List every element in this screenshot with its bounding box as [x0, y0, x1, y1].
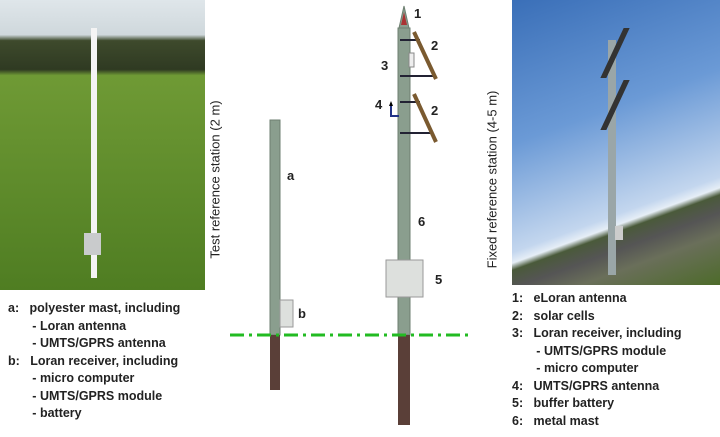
fixed-station-photo — [512, 0, 720, 285]
label-2: 2 — [431, 103, 438, 118]
test-station-photo — [0, 0, 205, 290]
buffer-battery-box — [385, 259, 424, 298]
umts-antenna-icon — [390, 104, 399, 117]
battery-box — [615, 226, 623, 240]
metal-mast — [608, 40, 616, 275]
label-4: 4 — [375, 97, 383, 112]
test-mast-underground — [270, 335, 280, 390]
label-b: b — [298, 306, 306, 321]
legend-item: - UMTS/GPRS antenna — [8, 336, 166, 350]
fixed-station-legend: 1: eLoran antenna 2: solar cells 3: Lora… — [512, 290, 682, 430]
legend-item: 3: Loran receiver, including — [512, 326, 682, 340]
label-1: 1 — [414, 6, 421, 21]
legend-item: - micro computer — [512, 361, 639, 375]
label-2: 2 — [431, 38, 438, 53]
legend-item: a: polyester mast, including — [8, 301, 181, 315]
legend-item: - battery — [8, 406, 82, 420]
solar-cell — [412, 93, 438, 143]
test-station-legend: a: polyester mast, including - Loran ant… — [8, 300, 180, 423]
legend-item: - Loran antenna — [8, 318, 127, 333]
legend-item: 4: UMTS/GPRS antenna — [512, 378, 660, 393]
test-mast — [269, 119, 281, 336]
legend-item: - micro computer — [8, 371, 135, 385]
legend-item: - UMTS/GPRS module — [8, 388, 163, 403]
label-5: 5 — [435, 272, 442, 287]
label-6: 6 — [418, 214, 425, 229]
label-3: 3 — [381, 58, 388, 73]
legend-item: - UMTS/GPRS module — [512, 343, 667, 358]
receiver-box — [84, 233, 101, 255]
polyester-mast — [91, 28, 97, 278]
legend-item: 1: eLoran antenna — [512, 291, 627, 305]
solar-cell — [412, 31, 438, 80]
label-a: a — [287, 168, 295, 183]
metal-mast-underground — [398, 335, 410, 425]
loran-receiver-box — [279, 299, 294, 328]
legend-item: b: Loran receiver, including — [8, 353, 179, 368]
legend-item: 6: metal mast — [512, 413, 599, 428]
loran-receiver-box — [408, 52, 415, 68]
legend-item: 5: buffer battery — [512, 396, 615, 410]
legend-item: 2: solar cells — [512, 308, 595, 323]
